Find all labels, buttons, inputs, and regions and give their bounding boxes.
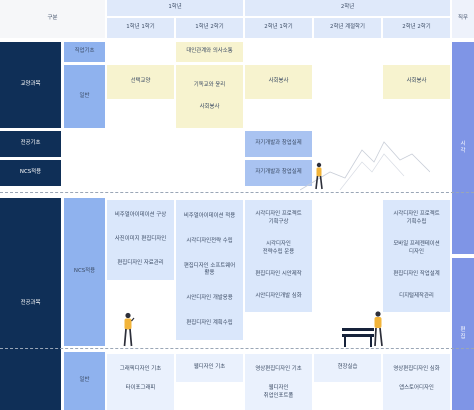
category-label: NCS적용 xyxy=(19,169,42,176)
walking-person-icon xyxy=(315,162,323,190)
course-label: 시안디자인개발 심화 xyxy=(255,293,302,300)
term-label: 2학년 1학기 xyxy=(264,24,293,31)
course-label: 비주얼아이데이션 적용 xyxy=(183,212,236,219)
course-label: 편집디자인 소프트웨어 활용 xyxy=(183,262,236,276)
course-label: 시각디자인 프로젝트 기획구상 xyxy=(255,211,302,225)
divider-lower xyxy=(0,348,474,349)
general-block-y1s2: 웹디자인 기초 xyxy=(176,354,243,382)
category-career-basic: 전공기초 xyxy=(0,131,61,157)
sub-label: 직업기초 xyxy=(74,48,95,55)
sub-label: 일반 xyxy=(79,377,90,384)
course-self-dev-career: 자기개발과 창업실제 xyxy=(245,131,312,157)
term-y2s1: 2학년 1학기 xyxy=(245,18,312,38)
category-label: 전공과목 xyxy=(20,300,41,307)
job-editorial: 편 집 xyxy=(452,258,474,410)
category-major: 전공과목 xyxy=(0,198,61,410)
sub-ncs-apply: NCS적용 xyxy=(64,198,105,346)
course-label: 비주얼아이데이션 구상 xyxy=(114,212,167,219)
course-social-service-y2s2: 사회봉사 xyxy=(383,65,450,99)
sub-label: 일반 xyxy=(79,92,90,99)
course-label: 영상편집디자인 심화 xyxy=(393,365,440,372)
course-social-service-y2s1: 사회봉사 xyxy=(245,65,312,99)
term-label: 2학년 2학기 xyxy=(402,24,431,31)
person-phone-icon xyxy=(123,312,135,347)
course-label: 시각디자인전략 수립 xyxy=(186,237,233,244)
course-label: 사진이미지 편집디자인 xyxy=(114,236,167,243)
sub-job-basic: 직업기초 xyxy=(64,42,105,62)
category-label: 전공기초 xyxy=(20,140,41,147)
course-label: 자기개발과 창업실제 xyxy=(255,169,302,176)
course-label: 그래픽디자인 기초 xyxy=(119,365,162,372)
term-label: 2학년 계절학기 xyxy=(330,24,365,31)
sub-general: 일반 xyxy=(64,65,105,128)
job-visual: 시 각 xyxy=(452,42,474,254)
job-label: 직무 xyxy=(458,15,468,22)
course-label: 편집디자인 작업설계 xyxy=(393,270,440,277)
term-label: 1학년 2학기 xyxy=(195,24,224,31)
job-label: 시 각 xyxy=(460,140,466,154)
course-label: 디지털제작관리 xyxy=(399,293,434,300)
course-elective-liberal: 선택교양 xyxy=(107,65,174,99)
course-label: 시각디자인 전략수립 운용 xyxy=(262,241,295,255)
course-label: 사회봉사 xyxy=(268,78,289,85)
year1-label: 1학년 xyxy=(168,4,182,11)
sub-general-major: 일반 xyxy=(64,352,105,410)
year2-label: 2학년 xyxy=(340,4,355,11)
general-block-summer: 현장실습 xyxy=(314,354,381,382)
header-year1: 1학년 xyxy=(107,0,243,16)
job-label: 편 집 xyxy=(460,326,466,340)
course-label: 시각디자인 프로젝트 기획수립 xyxy=(393,211,440,225)
course-label: 편집디자인 계획수립 xyxy=(186,319,233,326)
course-interpersonal: 대인관계와 의사소통 xyxy=(176,42,243,62)
header-year2: 2학년 xyxy=(245,0,450,16)
course-self-dev-ncs: 자기개발과 창업실제 xyxy=(245,160,312,186)
category-ncs: NCS적용 xyxy=(0,160,61,186)
course-label: 편집디자인 자료관리 xyxy=(117,260,164,267)
course-label: 영상편집디자인 기초 xyxy=(255,365,302,372)
general-block-y1s1: 그래픽디자인 기초 타이포그래피 xyxy=(107,354,174,410)
course-label: 웹디자인 기초 xyxy=(193,364,226,371)
term-y1s2: 1학년 2학기 xyxy=(176,18,243,38)
general-block-y2s1: 영상편집디자인 기초 웹디자인 취업인포트폴 xyxy=(245,354,312,410)
course-christian-ethics: 기독교와 윤리 사회봉사 xyxy=(176,65,243,128)
term-summer: 2학년 계절학기 xyxy=(314,18,381,38)
course-label: 사회봉사 xyxy=(406,78,427,85)
ncs-block-y1s2: 비주얼아이데이션 적용 시각디자인전략 수립 편집디자인 소프트웨어 활용 시안… xyxy=(176,200,243,340)
term-label: 1학년 1학기 xyxy=(126,24,155,31)
category-label-text: 구분 xyxy=(47,15,58,22)
term-y2s2: 2학년 2학기 xyxy=(383,18,450,38)
mountain-illustration xyxy=(300,141,430,191)
course-label: 모바일 프레젠테이션 디자인 xyxy=(393,241,440,255)
course-label: 편집디자인 시안제작 xyxy=(255,270,302,277)
term-y1s1: 1학년 1학기 xyxy=(107,18,174,38)
divider-upper xyxy=(0,192,474,193)
category-label: 교양과목 xyxy=(20,81,41,88)
course-label: 시안디자인 개발응용 xyxy=(186,294,233,301)
course-label: 앱스토어디자인 xyxy=(399,384,434,391)
general-block-y2s2: 영상편집디자인 심화 앱스토어디자인 xyxy=(383,354,450,410)
course-label: 자기개발과 창업실제 xyxy=(255,140,302,147)
ncs-block-y2s1: 시각디자인 프로젝트 기획구상 시각디자인 전략수립 운용 편집디자인 시안제작… xyxy=(245,200,312,312)
course-label: 타이포그래피 xyxy=(125,384,156,391)
course-label: 선택교양 xyxy=(130,78,151,85)
sub-label: NCS적용 xyxy=(73,268,96,275)
ncs-block-y2s2: 시각디자인 프로젝트 기획수립 모바일 프레젠테이션 디자인 편집디자인 작업설… xyxy=(383,200,450,312)
course-label: 대인관계와 의사소통 xyxy=(186,48,233,55)
course-label: 현장실습 xyxy=(337,364,358,371)
category-culture: 교양과목 xyxy=(0,42,61,128)
header-job: 직무 xyxy=(452,0,474,38)
ncs-block-y1s1: 비주얼아이데이션 구상 사진이미지 편집디자인 편집디자인 자료관리 xyxy=(107,200,174,280)
bench-person-illustration xyxy=(342,311,383,347)
course-label: 기독교와 윤리 사회봉사 xyxy=(193,81,226,110)
header-category-label: 구분 xyxy=(0,0,105,38)
course-label: 웹디자인 취업인포트폴 xyxy=(263,385,294,399)
